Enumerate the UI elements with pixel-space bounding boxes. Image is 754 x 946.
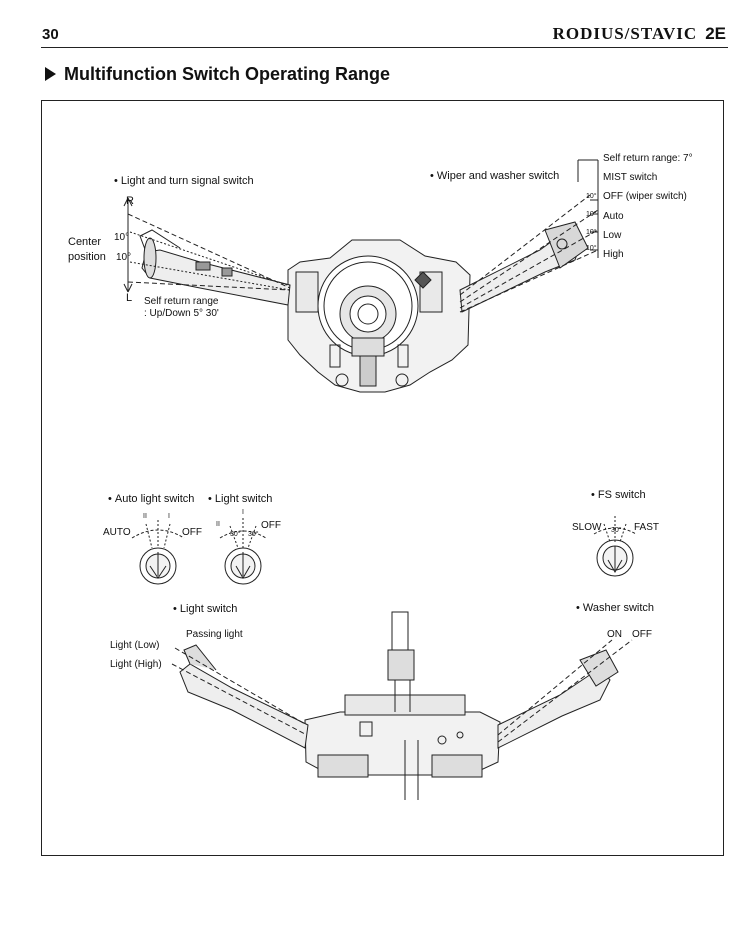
angle-30-right: 30° [248,531,259,538]
on-label: ON [607,629,622,640]
down-angle-label: 10° [116,252,132,263]
off-label-light: OFF [261,520,281,531]
low-label: Low [603,230,622,241]
auto-light-knob [131,520,185,585]
wiper-heading: Wiper and washer switch [430,170,559,183]
bottom-switch-body [304,611,501,800]
i-label-auto: I [168,513,170,520]
brand-header: RODIUS/STAVIC 2E [553,24,726,44]
self-return-label-1: Self return range [144,296,219,307]
angle-label-3: 10° [586,229,597,236]
angle-30-left: 30° [230,531,241,538]
i-label-light: I [242,509,244,516]
bottom-left-stalk [171,644,309,749]
section-code: 2E [705,24,726,43]
high-label: High [603,249,624,260]
section-title: Multifunction Switch Operating Range [45,64,390,85]
l-label: L [126,292,133,304]
light-switch-heading-mid: Light switch [208,493,272,506]
auto-label: Auto [603,211,624,222]
top-switch-body [287,239,471,393]
angle-label-2: 10° [586,211,597,218]
wiper-self-return-label: Self return range: 7° [603,153,693,164]
figure-frame [41,100,724,856]
slow-label: SLOW [572,522,602,533]
light-switch-heading-bottom: Light switch [173,603,237,616]
auto-light-heading: Auto light switch [108,493,194,506]
fs-angle-label: 30° [611,527,622,534]
angle-label-1: 10° [586,193,597,200]
light-high-label: Light (High) [110,659,162,670]
center-label: Center [68,236,102,248]
auto-label-mid: AUTO [103,527,131,538]
triangle-bullet-icon [45,67,56,81]
self-return-label-2: : Up/Down 5° 30' [144,308,219,319]
angle-label-4: 10° [586,245,597,252]
up-angle-label: 10° [114,232,130,243]
ii-label-auto: II [143,513,147,520]
fs-knob [593,516,637,577]
off-wiper-label: OFF (wiper switch) [603,191,687,202]
page-number: 30 [42,26,59,43]
header-rule [41,47,728,48]
brand-name: RODIUS/STAVIC [552,24,698,43]
washer-heading: Washer switch [576,602,654,615]
fast-label: FAST [634,522,660,533]
ii-label-light: II [216,521,220,528]
top-right-stalk [459,159,599,313]
light-turn-heading: Light and turn signal switch [114,175,254,188]
light-low-label: Light (Low) [110,640,160,651]
fs-heading: FS switch [591,489,646,502]
section-title-text: Multifunction Switch Operating Range [64,64,390,84]
light-knob [219,518,267,585]
bottom-right-stalk [497,639,633,749]
r-label: R [126,195,134,207]
mist-label: MIST switch [603,172,658,183]
off-label-washer: OFF [632,629,652,640]
position-label: position [68,251,106,263]
top-left-stalk [123,197,291,306]
passing-light-label: Passing light [186,629,243,640]
off-label-mid: OFF [182,527,202,538]
